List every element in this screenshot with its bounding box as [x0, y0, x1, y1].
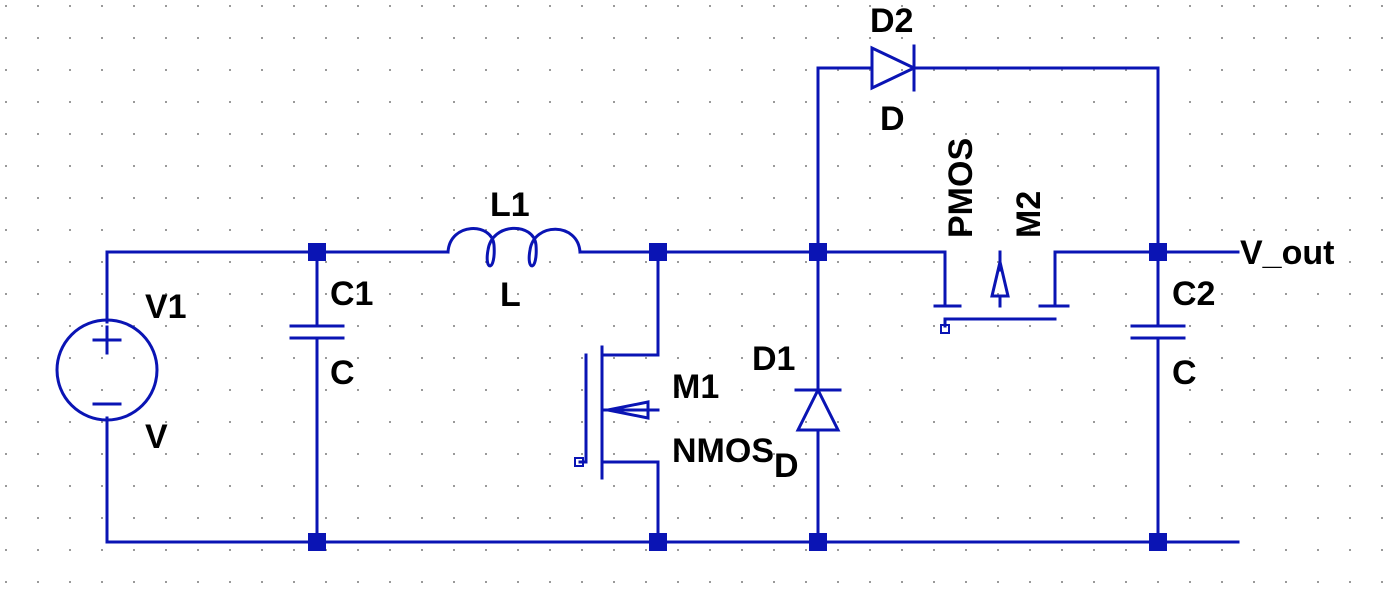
v1-ref-label: V1: [145, 288, 187, 326]
d2-value-label: D: [880, 100, 905, 138]
l1-ref-label: L1: [490, 186, 530, 224]
c1-ref-label: C1: [330, 275, 373, 313]
d1-ref-label: D1: [752, 340, 795, 378]
m1-value-label: NMOS: [672, 432, 774, 470]
junction-dot: [308, 533, 326, 551]
inductor-l1[interactable]: [446, 226, 582, 268]
c2-ref-label: C2: [1172, 275, 1215, 313]
junction-dot: [649, 243, 667, 261]
m2-ref-label: M2: [1010, 191, 1048, 238]
diode-d2[interactable]: [870, 44, 918, 92]
junction-dot: [1149, 243, 1167, 261]
net-label-v-out[interactable]: V_out: [1240, 234, 1334, 272]
pmos-m2[interactable]: [933, 250, 1070, 334]
capacitor-c1[interactable]: [289, 324, 345, 340]
capacitor-c2[interactable]: [1130, 324, 1186, 340]
junction-dot: [809, 533, 827, 551]
v1-value-label: V: [145, 418, 168, 456]
d1-value-label: D: [774, 447, 799, 485]
wire-d1-d2[interactable]: [816, 66, 1160, 544]
l1-value-label: L: [500, 276, 521, 314]
m2-value-label: PMOS: [942, 138, 980, 238]
diode-d1[interactable]: [794, 386, 842, 432]
voltage-source-v1[interactable]: [55, 318, 159, 422]
c2-value-label: C: [1172, 354, 1197, 392]
junction-dot: [809, 243, 827, 261]
junction-dot: [649, 533, 667, 551]
c1-value-label: C: [330, 354, 355, 392]
junction-dot: [308, 243, 326, 261]
nmos-m1[interactable]: [574, 345, 660, 480]
m1-ref-label: M1: [672, 368, 719, 406]
d2-ref-label: D2: [870, 2, 913, 40]
junction-dot: [1149, 533, 1167, 551]
